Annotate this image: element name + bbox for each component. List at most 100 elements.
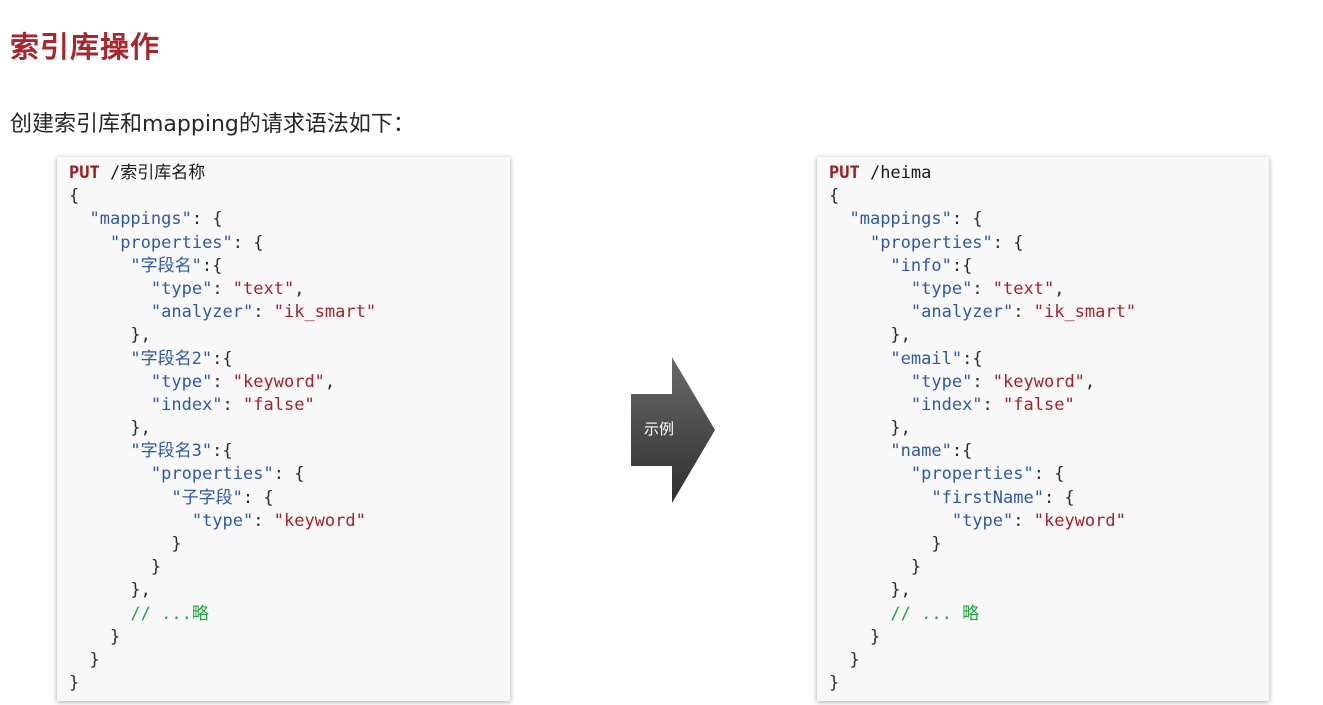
code-punctuation xyxy=(69,488,171,508)
json-key: "properties" xyxy=(150,464,274,485)
code-line: } xyxy=(829,649,1269,672)
json-key: "type" xyxy=(150,371,213,392)
json-key: "mappings" xyxy=(89,209,192,230)
right-arrow-icon xyxy=(631,357,715,503)
code-line: // ...略 xyxy=(69,603,510,626)
code-punctuation: }, xyxy=(829,325,911,346)
code-punctuation: { xyxy=(829,186,840,207)
json-key: "type" xyxy=(910,371,973,392)
code-punctuation xyxy=(829,233,870,253)
json-string-value: "keyword" xyxy=(1033,510,1126,531)
code-punctuation: : { xyxy=(1033,464,1065,485)
json-string-value: "ik_smart" xyxy=(273,302,377,323)
json-key: "index" xyxy=(150,394,223,415)
code-punctuation: :{ xyxy=(951,441,973,462)
code-line: } xyxy=(69,672,510,695)
code-punctuation: } xyxy=(829,557,922,578)
code-punctuation xyxy=(829,256,890,276)
code-punctuation: , xyxy=(1054,278,1065,299)
code-punctuation: : { xyxy=(273,464,305,485)
code-punctuation: : xyxy=(212,371,233,392)
json-key: "analyzer" xyxy=(910,302,1014,323)
code-line: "字段名2":{ xyxy=(69,348,510,371)
code-punctuation: : xyxy=(972,371,993,392)
code-punctuation xyxy=(69,302,151,322)
code-line: "properties": { xyxy=(69,463,510,486)
code-line: } xyxy=(829,672,1269,695)
code-line: }, xyxy=(69,417,510,440)
json-string-value: "text" xyxy=(232,278,295,299)
code-punctuation: : xyxy=(1013,510,1034,531)
code-punctuation: : { xyxy=(232,232,264,253)
code-punctuation xyxy=(829,464,911,484)
code-line: "字段名3":{ xyxy=(69,440,510,463)
code-punctuation: } xyxy=(829,534,942,554)
code-punctuation: { xyxy=(69,186,80,207)
json-key: "字段名" xyxy=(130,255,202,276)
code-punctuation: } xyxy=(69,626,121,647)
code-line: } xyxy=(829,533,1269,556)
code-line: "字段名":{ xyxy=(69,255,510,278)
json-string-value: "false" xyxy=(243,394,315,415)
code-punctuation: } xyxy=(829,649,860,670)
example-code-block: PUT /heima { "mappings": { "properties":… xyxy=(817,157,1269,701)
code-punctuation: : { xyxy=(992,232,1024,253)
code-punctuation: , xyxy=(324,371,336,392)
code-punctuation: } xyxy=(69,673,80,694)
code-comment: // ...略 xyxy=(130,603,209,624)
code-line: }, xyxy=(69,324,510,347)
json-key: "info" xyxy=(890,255,952,276)
code-punctuation: : { xyxy=(951,209,983,230)
code-punctuation xyxy=(69,395,151,415)
code-punctuation xyxy=(69,209,89,229)
request-path: /索引库名称 xyxy=(99,163,206,183)
http-method: PUT xyxy=(829,163,860,183)
code-punctuation xyxy=(829,372,911,392)
code-line: "properties": { xyxy=(69,232,510,255)
code-line: // ... 略 xyxy=(829,603,1269,626)
code-punctuation: } xyxy=(829,673,840,694)
request-line: PUT /heima xyxy=(829,162,1269,185)
code-punctuation: : xyxy=(982,394,1004,415)
code-punctuation xyxy=(829,302,911,322)
json-key: "analyzer" xyxy=(150,302,254,323)
code-punctuation: :{ xyxy=(212,348,233,369)
json-key: "index" xyxy=(910,394,983,415)
code-line: "index": "false" xyxy=(829,394,1269,417)
code-punctuation xyxy=(829,488,931,508)
code-punctuation xyxy=(69,256,130,276)
code-punctuation xyxy=(69,233,110,253)
code-punctuation: : xyxy=(972,278,993,299)
json-key: "email" xyxy=(890,348,963,369)
code-punctuation xyxy=(829,441,890,461)
code-punctuation: }, xyxy=(829,418,911,439)
code-punctuation xyxy=(829,279,911,299)
code-line: "type": "keyword", xyxy=(69,371,510,394)
code-line: } xyxy=(829,626,1269,649)
code-punctuation xyxy=(69,349,130,369)
code-punctuation xyxy=(69,279,151,299)
code-punctuation: : xyxy=(1013,302,1034,323)
code-line: "type": "text", xyxy=(69,278,510,301)
code-punctuation xyxy=(69,464,151,484)
json-string-value: "keyword" xyxy=(273,510,366,531)
code-punctuation: :{ xyxy=(212,441,233,462)
code-punctuation: } xyxy=(69,557,162,578)
code-line: } xyxy=(69,533,510,556)
code-punctuation: : xyxy=(253,510,274,531)
json-string-value: "text" xyxy=(992,278,1055,299)
code-line: }, xyxy=(829,579,1269,602)
code-line: "type": "keyword" xyxy=(69,510,510,533)
code-punctuation: , xyxy=(294,278,305,299)
code-punctuation: }, xyxy=(829,580,911,601)
code-punctuation: : xyxy=(212,278,233,299)
code-punctuation xyxy=(69,372,151,392)
code-punctuation xyxy=(69,511,192,531)
code-lines: { "mappings": { "properties": { "info":{… xyxy=(829,185,1269,695)
code-line: "mappings": { xyxy=(829,208,1269,231)
code-punctuation: }, xyxy=(69,325,151,346)
request-path: /heima xyxy=(859,163,932,183)
code-line: "name":{ xyxy=(829,440,1269,463)
json-key: "type" xyxy=(910,278,973,299)
code-punctuation: , xyxy=(1084,371,1096,392)
